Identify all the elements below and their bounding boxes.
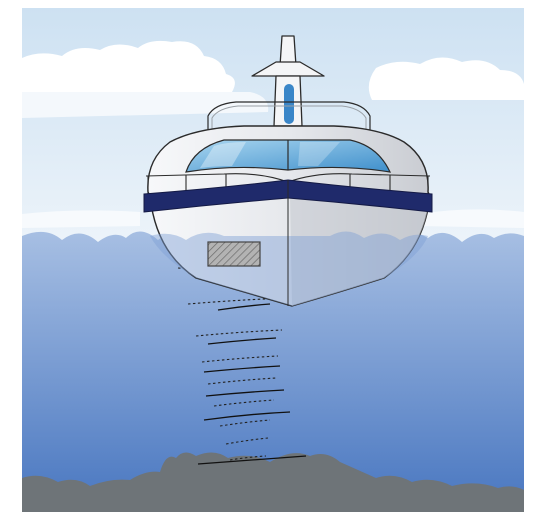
transducer [208, 242, 260, 266]
